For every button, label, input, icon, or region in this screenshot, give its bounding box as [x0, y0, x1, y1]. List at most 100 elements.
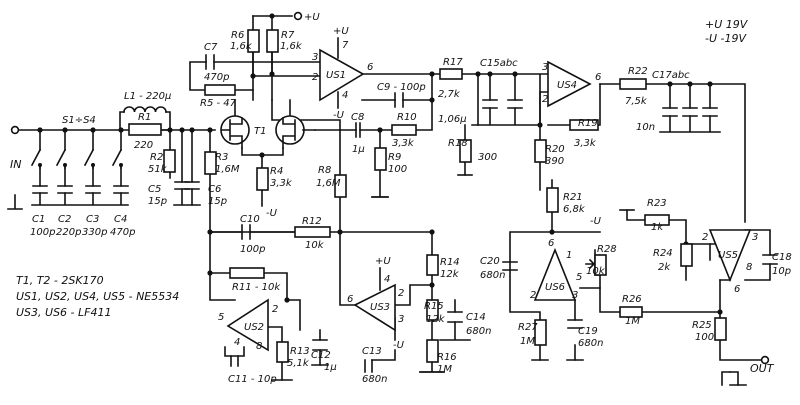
label-c4: C4 [114, 214, 127, 225]
label-r3-value: 1,6M [215, 164, 240, 175]
label-r10: R10 [397, 112, 417, 123]
pin-us1-6: 6 [367, 62, 373, 73]
resistor-r9 [374, 147, 387, 171]
opamp-us6 [533, 247, 577, 301]
us3-rail-pos: +U [375, 256, 391, 267]
label-r12-value: 10k [305, 240, 325, 251]
resistor-r3 [204, 151, 217, 175]
capacitor-c3 [85, 185, 101, 194]
r4-rail-neg: -U [266, 208, 278, 219]
output-label: OUT [750, 362, 775, 375]
label-r22-value: 7,5k [625, 96, 648, 107]
label-c20-value: 680n [480, 270, 505, 281]
capacitor-c17b [682, 107, 698, 117]
label-r12: R12 [302, 216, 322, 227]
capacitor-c15a [482, 99, 498, 109]
pin-us4-6: 6 [595, 72, 601, 83]
pin-us6-6: 6 [548, 238, 554, 249]
label-c5-value: 15p [148, 196, 167, 207]
jfet-t2 [275, 115, 316, 149]
output-terminal [760, 355, 770, 365]
opamp-us4 [547, 60, 592, 108]
capacitor-c11 [230, 355, 239, 367]
label-r26-value: 1M [625, 316, 640, 327]
capacitor-c20 [502, 261, 518, 271]
label-c11: C11 - 10p [228, 374, 277, 385]
resistor-r23 [644, 214, 670, 226]
us1-rail-neg: -U [333, 110, 345, 121]
label-c14: C14 [466, 312, 486, 323]
pin-us3-4: 4 [384, 274, 390, 285]
resistors [128, 29, 727, 363]
capacitor-c17a [662, 107, 678, 117]
jfet-t1 [220, 115, 250, 149]
label-r1: R1 [138, 112, 151, 123]
label-c8: C8 [351, 112, 364, 123]
capacitor-c18 [762, 254, 778, 265]
label-r7: R7 [281, 30, 295, 41]
pin-us3-3: 3 [398, 314, 404, 325]
resistor-r20 [534, 139, 547, 163]
label-r2: R2 [150, 152, 163, 163]
label-t1: T1 [254, 126, 266, 137]
resistor-r14 [426, 254, 439, 276]
capacitor-c2 [57, 185, 73, 194]
label-r4-value: 3,3k [270, 178, 293, 189]
label-r24: R24 [653, 248, 673, 259]
pin-us2-2: 2 [272, 304, 278, 315]
label-r18: R18 [448, 138, 468, 149]
pin-us1-3: 3 [312, 52, 318, 63]
label-r14: R14 [440, 257, 460, 268]
input-terminal [10, 125, 20, 135]
switches-label: S1÷S4 [62, 115, 96, 126]
label-c18-value: 10p [772, 266, 791, 277]
pin-us4-2: 2 [542, 94, 548, 105]
resistor-r27 [534, 319, 547, 346]
label-c19: C19 [578, 326, 598, 337]
label-c15: C15abc [480, 58, 518, 69]
pin-us5-3: 3 [752, 232, 758, 243]
label-us3: US3 [370, 302, 390, 313]
pot-wiper-r28 [585, 258, 596, 270]
label-c13: C13 [362, 346, 382, 357]
label-r1-value: 220 [134, 140, 153, 151]
label-r15: R15 [424, 301, 444, 312]
capacitors [32, 54, 778, 373]
label-r16-value: 1M [437, 364, 452, 375]
label-c3-value: 330p [82, 227, 107, 238]
resistor-r11 [229, 267, 265, 279]
resistor-r22 [619, 78, 647, 90]
opamp-us2 [226, 298, 269, 352]
label-r27-value: 1M [520, 336, 535, 347]
label-c10-value: 100p [240, 244, 265, 255]
capacitor-c12 [312, 339, 328, 351]
label-c2: C2 [58, 214, 71, 225]
label-r7-value: 1,6k [280, 41, 303, 52]
label-c17: C17abc [652, 70, 690, 81]
opamp-us3 [353, 267, 396, 332]
label-us4: US4 [557, 80, 577, 91]
label-l1: L1 - 220µ [124, 91, 171, 102]
resistor-r28 [594, 254, 607, 276]
label-us6: US6 [545, 282, 565, 293]
resistor-r6 [247, 29, 260, 53]
label-r2-value: 51k [148, 164, 168, 175]
label-c10: C10 [240, 214, 260, 225]
label-c3: C3 [86, 214, 99, 225]
capacitor-c5 [174, 181, 190, 190]
pin-us3-6: 6 [347, 294, 353, 305]
pin-us6-2: 2 [530, 290, 536, 301]
capacitor-c8 [355, 122, 361, 138]
pin-us1-4: 4 [342, 90, 348, 101]
label-r19: R19 [578, 118, 598, 129]
resistor-r1 [128, 123, 162, 136]
label-c13-value: 680n [362, 374, 387, 385]
resistor-r26 [619, 306, 643, 318]
label-r6: R6 [231, 30, 244, 41]
pin-us5-8: 8 [746, 262, 752, 273]
label-r21-value: 6,8k [563, 204, 586, 215]
resistor-r2 [163, 149, 176, 173]
capacitor-c14 [447, 311, 463, 323]
label-r3: R3 [215, 152, 228, 163]
label-c4-value: 470p [110, 227, 135, 238]
